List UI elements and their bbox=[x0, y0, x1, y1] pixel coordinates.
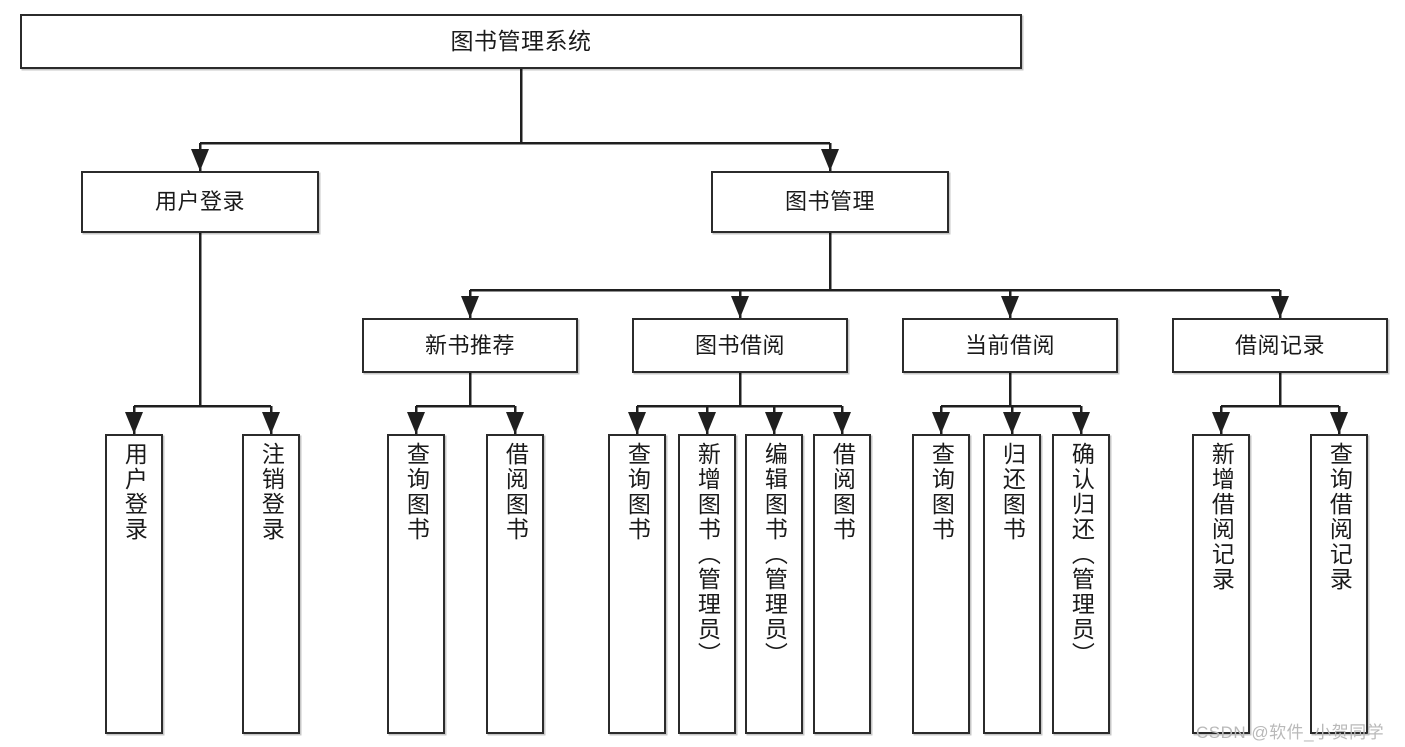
node-root[interactable]: 图书管理系统 bbox=[20, 14, 1022, 69]
node-leaf-borrow-book-2[interactable]: 借阅图书 bbox=[813, 434, 871, 734]
node-label-leaf-query-record: 查询借阅记录 bbox=[1326, 442, 1353, 592]
node-leaf-query-book-1[interactable]: 查询图书 bbox=[387, 434, 445, 734]
node-label-new-book-rec: 新书推荐 bbox=[424, 332, 515, 358]
node-label-book-manage: 图书管理 bbox=[784, 189, 875, 215]
node-user-login[interactable]: 用户登录 bbox=[81, 171, 319, 233]
node-label-book-borrow: 图书借阅 bbox=[694, 332, 785, 358]
node-label-leaf-user-login: 用户登录 bbox=[121, 442, 148, 542]
node-label-leaf-logout: 注销登录 bbox=[258, 442, 285, 542]
node-label-borrow-record: 借阅记录 bbox=[1234, 332, 1325, 358]
node-current-borrow[interactable]: 当前借阅 bbox=[902, 318, 1118, 373]
node-label-leaf-add-record: 新增借阅记录 bbox=[1208, 442, 1235, 592]
node-leaf-add-record[interactable]: 新增借阅记录 bbox=[1192, 434, 1250, 734]
node-leaf-edit-book[interactable]: 编辑图书（管理员） bbox=[745, 434, 803, 734]
node-leaf-query-book-3[interactable]: 查询图书 bbox=[912, 434, 970, 734]
node-book-manage[interactable]: 图书管理 bbox=[711, 171, 949, 233]
node-leaf-confirm-return[interactable]: 确认归还（管理员） bbox=[1052, 434, 1110, 734]
node-label-leaf-query-book-2: 查询图书 bbox=[624, 442, 651, 542]
node-leaf-return-book[interactable]: 归还图书 bbox=[983, 434, 1041, 734]
node-borrow-record[interactable]: 借阅记录 bbox=[1172, 318, 1388, 373]
node-label-leaf-borrow-book-2: 借阅图书 bbox=[829, 442, 856, 542]
node-leaf-logout[interactable]: 注销登录 bbox=[242, 434, 300, 734]
node-leaf-query-record[interactable]: 查询借阅记录 bbox=[1310, 434, 1368, 734]
node-label-leaf-confirm-return: 确认归还（管理员） bbox=[1068, 442, 1095, 667]
node-label-leaf-edit-book: 编辑图书（管理员） bbox=[761, 442, 788, 667]
node-book-borrow[interactable]: 图书借阅 bbox=[632, 318, 848, 373]
node-label-current-borrow: 当前借阅 bbox=[964, 332, 1055, 358]
node-label-leaf-query-book-3: 查询图书 bbox=[928, 442, 955, 542]
node-label-leaf-borrow-book-1: 借阅图书 bbox=[502, 442, 529, 542]
node-new-book-rec[interactable]: 新书推荐 bbox=[362, 318, 578, 373]
node-label-user-login: 用户登录 bbox=[154, 189, 245, 215]
node-leaf-borrow-book-1[interactable]: 借阅图书 bbox=[486, 434, 544, 734]
node-label-leaf-return-book: 归还图书 bbox=[999, 442, 1026, 542]
node-label-root: 图书管理系统 bbox=[450, 28, 592, 55]
node-label-leaf-query-book-1: 查询图书 bbox=[403, 442, 430, 542]
csdn-watermark: CSDN @软件_小贺同学 bbox=[1196, 723, 1385, 742]
node-leaf-query-book-2[interactable]: 查询图书 bbox=[608, 434, 666, 734]
node-leaf-user-login[interactable]: 用户登录 bbox=[105, 434, 163, 734]
node-label-leaf-add-book: 新增图书（管理员） bbox=[694, 442, 721, 667]
node-leaf-add-book[interactable]: 新增图书（管理员） bbox=[678, 434, 736, 734]
